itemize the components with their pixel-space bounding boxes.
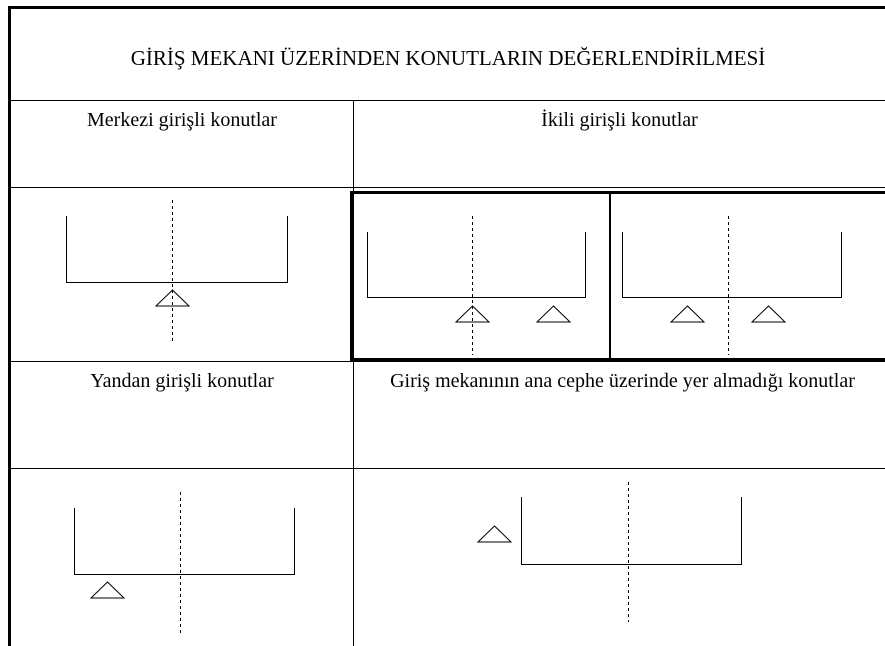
frame-left-border bbox=[8, 6, 11, 646]
category-central-label: Merkezi girişli konutlar bbox=[87, 109, 277, 131]
double-b-building-outline bbox=[622, 232, 842, 298]
side-entry-triangle-icon bbox=[89, 581, 126, 599]
side-building-outline bbox=[74, 508, 295, 575]
off-facade-building-outline bbox=[521, 497, 742, 565]
off-facade-entry-triangle-icon bbox=[476, 525, 513, 543]
category-off-facade-label: Giriş mekanının ana cephe üzerinde yer a… bbox=[390, 370, 855, 392]
double-a-entry-triangle-icon-2 bbox=[535, 305, 572, 323]
central-building-outline bbox=[66, 216, 288, 283]
grid-hline-3 bbox=[8, 361, 885, 362]
grid-hline-1 bbox=[8, 100, 885, 101]
double-b-entry-triangle-icon-1 bbox=[669, 305, 706, 323]
frame-top-border bbox=[8, 6, 885, 9]
category-side-label: Yandan girişli konutlar bbox=[90, 370, 274, 392]
grid-vline-center bbox=[353, 100, 354, 646]
double-b-entry-triangle-icon-2 bbox=[750, 305, 787, 323]
double-a-entry-triangle-icon-1 bbox=[454, 305, 491, 323]
double-entry-divider bbox=[609, 193, 611, 361]
grid-hline-4 bbox=[8, 468, 885, 469]
central-entry-triangle-icon bbox=[154, 289, 191, 307]
double-a-building-outline bbox=[367, 232, 586, 298]
grid-hline-2 bbox=[8, 187, 885, 188]
page-title: GİRİŞ MEKANI ÜZERİNDEN KONUTLARIN DEĞERL… bbox=[130, 46, 766, 70]
category-double-label: İkili girişli konutlar bbox=[541, 109, 698, 131]
double-entry-thick-box bbox=[350, 191, 885, 361]
